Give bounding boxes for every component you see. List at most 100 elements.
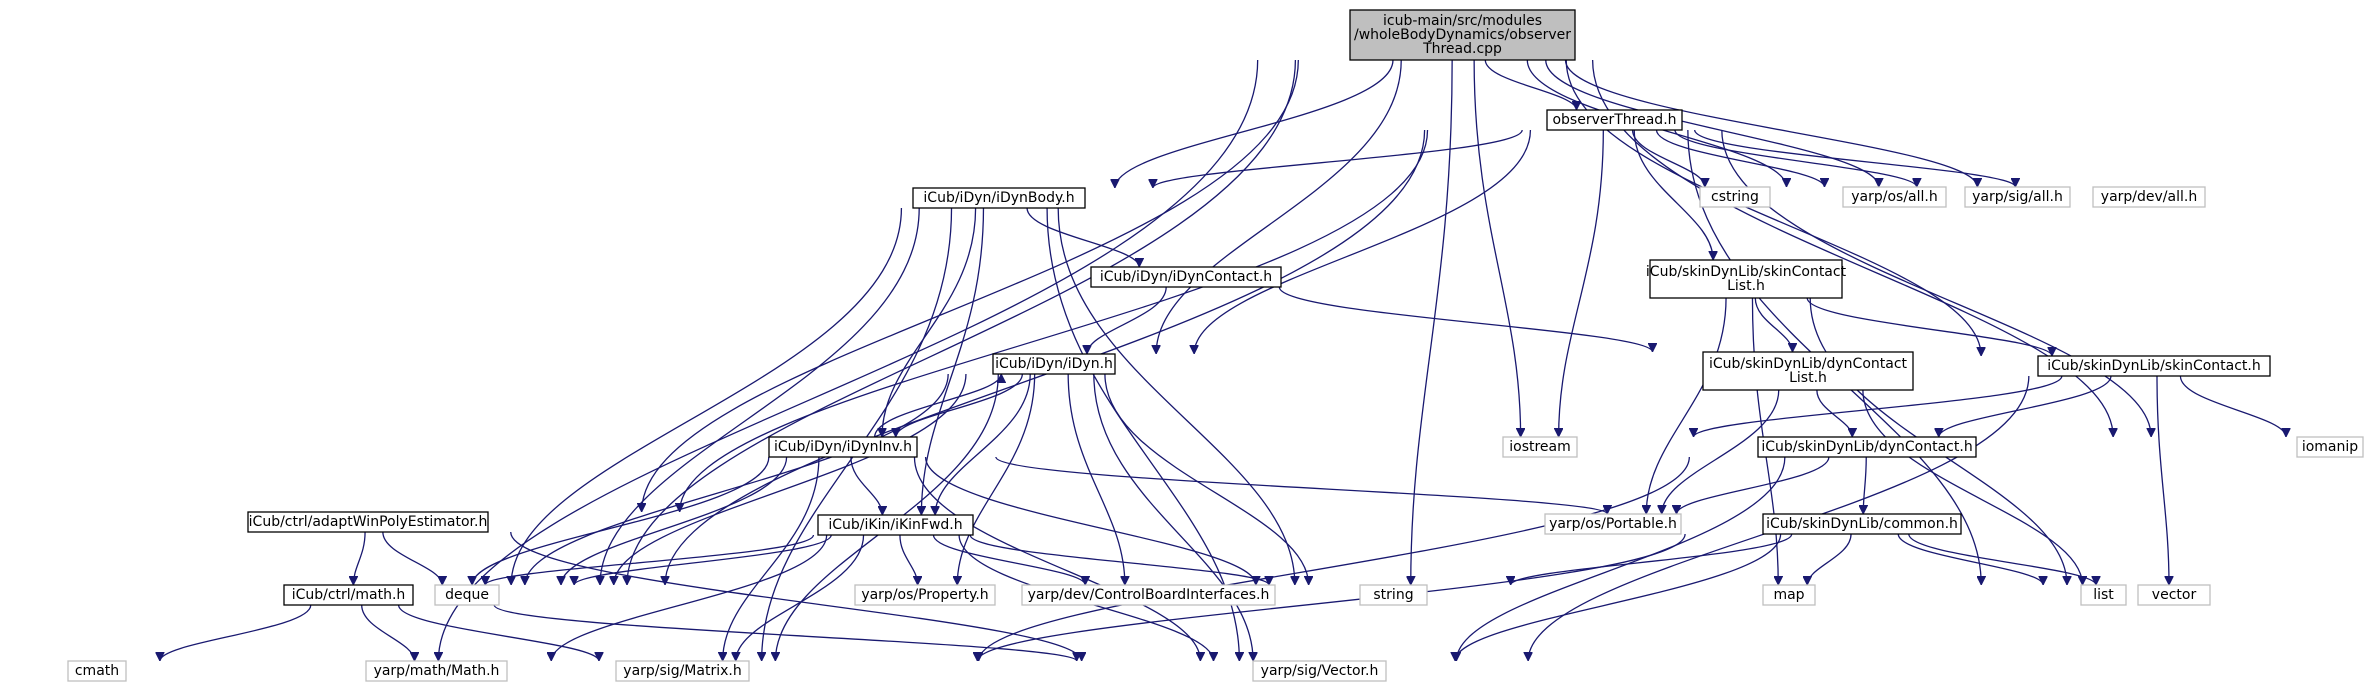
include-edge [1807,533,1852,586]
node-skinContact-h[interactable]: iCub/skinDynLib/skinContact.h [2037,355,2271,377]
node-root[interactable]: icub-main/src/modules/wholeBodyDynamics/… [1349,9,1576,61]
node-iDyn-h[interactable]: iCub/iDyn/iDyn.h [992,353,1116,375]
include-edge [935,373,1031,515]
node-label: observerThread.h [1552,112,1676,128]
node-box [67,660,127,682]
node-label: yarp/sig/Vector.h [1261,663,1379,679]
node-box [2137,584,2211,606]
include-edge [1565,59,1981,356]
node-dynContact-h[interactable]: iCub/skinDynLib/dynContact.h [1757,436,1977,458]
node-box [2080,584,2127,606]
node-label: iCub/skinDynLib/skinContact [1646,264,1847,280]
node-box [2092,186,2206,208]
include-edge [1816,389,1852,438]
node-label: string [1373,587,1413,603]
node-label: yarp/dev/ControlBoardInterfaces.h [1028,587,1270,603]
node-label: yarp/math/Math.h [374,663,500,679]
node-box [615,660,750,682]
include-edge [1067,373,1125,585]
include-edge [1677,456,1830,515]
include-edge [1559,129,1604,437]
node-box [247,511,489,533]
node-box [1546,109,1683,131]
node-common-h[interactable]: iCub/skinDynLib/common.h [1762,513,1962,535]
include-edge [551,534,828,662]
node-layer: icub-main/src/modules/wholeBodyDynamics/… [67,9,2364,682]
node-box [1762,513,1962,535]
node-map: map [1762,584,1816,606]
node-list: list [2080,584,2127,606]
include-edge [1897,533,2043,586]
include-edge [899,534,918,586]
node-iDynInv-h[interactable]: iCub/iDyn/iDynInv.h [768,436,918,458]
node-label: map [1773,587,1804,603]
include-edge [1662,389,1780,514]
node-box [283,584,414,606]
include-edge [1862,389,2083,585]
node-label: iostream [1509,439,1571,455]
include-edge [1674,129,1917,188]
node-box [1842,186,1947,208]
node-label: iomanip [2302,439,2358,455]
include-edge [957,373,1036,585]
node-box [768,436,918,458]
include-edge [1087,286,1167,355]
node-vector: vector [2137,584,2211,606]
node-iostream: iostream [1502,436,1578,458]
node-label: cstring [1711,189,1759,205]
include-edge [382,531,442,586]
node-label: yarp/os/all.h [1851,189,1937,205]
node-label: iCub/iDyn/iDynInv.h [774,439,912,455]
include-edge [1156,59,1402,354]
include-edge [932,534,1085,586]
node-yarp-sig-Vector-h: yarp/sig/Vector.h [1252,660,1387,682]
node-box [1544,513,1682,535]
node-box [2296,436,2364,458]
node-box [1349,9,1576,61]
include-edge [1908,533,2096,586]
node-observerThread-h[interactable]: observerThread.h [1546,109,1683,131]
include-edge [353,531,366,585]
include-edge [1806,297,2052,357]
node-ctrl-math-h[interactable]: iCub/ctrl/math.h [283,584,414,606]
node-label: yarp/dev/all.h [2101,189,2197,205]
node-box [1699,186,1771,208]
include-edge [1057,207,1295,585]
node-label: yarp/os/Portable.h [1549,516,1677,532]
node-yarp-dev-all-h: yarp/dev/all.h [2092,186,2206,208]
node-yarp-sig-Matrix-h: yarp/sig/Matrix.h [615,660,750,682]
include-edge [1153,129,1523,189]
node-label: yarp/sig/all.h [1972,189,2063,205]
node-label: vector [2152,587,2197,603]
node-iDynBody-h[interactable]: iCub/iDyn/iDynBody.h [912,187,1086,209]
include-edge [850,456,883,516]
include-edge [723,456,820,661]
include-edge [561,456,788,586]
node-box [1502,436,1578,458]
include-edge [1694,129,2016,188]
node-box [854,584,996,606]
node-box [1359,584,1428,606]
include-edge [921,207,985,515]
node-iomanip: iomanip [2296,436,2364,458]
include-edge [1473,59,1521,437]
node-iDynContact-h[interactable]: iCub/iDyn/iDynContact.h [1090,266,1282,288]
node-label: iCub/iDyn/iDynBody.h [923,190,1074,206]
node-label: iCub/iKin/iKinFwd.h [828,517,962,533]
node-string: string [1359,584,1428,606]
include-edge [680,129,1429,512]
node-label: iCub/iDyn/iDynContact.h [1100,269,1272,285]
include-edge [913,456,1200,661]
node-iKinFwd-h[interactable]: iCub/iKin/iKinFwd.h [817,514,974,536]
include-edge [736,534,865,661]
include-edge [1863,456,1866,514]
include-edge [614,373,967,585]
include-edge [1721,129,2151,437]
include-edge [896,373,1023,438]
node-adaptWinPolyEstimator-h[interactable]: iCub/ctrl/adaptWinPolyEstimator.h [247,511,489,533]
node-box [2037,355,2271,377]
include-edge [2179,375,2286,438]
include-edge [1694,375,2063,438]
